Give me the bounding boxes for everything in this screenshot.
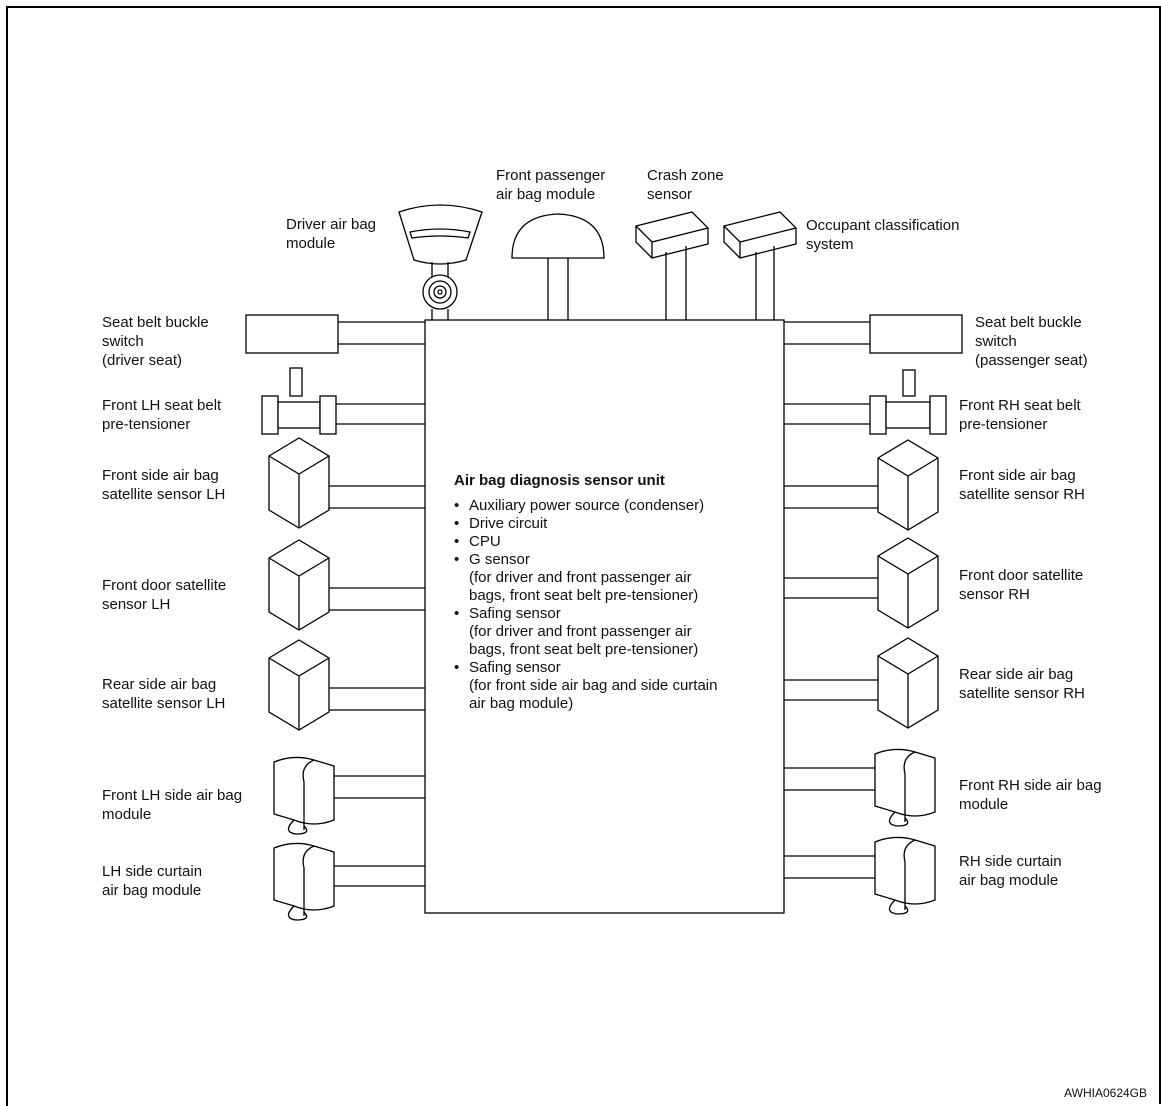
label-rh-side-curtain: RH side curtain air bag module: [959, 853, 1062, 889]
label-front-passenger-airbag: Front passenger air bag module: [496, 167, 606, 203]
label-front-lh-side-airbag: Front LH side air bag module: [102, 787, 243, 823]
driver-airbag-shape: [398, 204, 483, 320]
pretensioner-rh-shape: [784, 369, 947, 435]
label-rear-side-satellite-lh: Rear side air bag satellite sensor LH: [102, 676, 226, 712]
seat-belt-buckle-lh-shape: [245, 314, 425, 354]
label-driver-airbag: Driver air bag module: [286, 216, 377, 252]
front-lh-side-airbag-shape: [273, 756, 425, 835]
front-side-satellite-lh-shape: [268, 437, 425, 529]
label-front-lh-pretensioner: Front LH seat belt pre-tensioner: [102, 397, 222, 433]
sensor-unit-feature: G sensor (for driver and front passenger…: [454, 551, 774, 605]
label-front-side-satellite-lh: Front side air bag satellite sensor LH: [102, 467, 226, 503]
rh-side-curtain-shape: [784, 836, 936, 915]
rear-side-satellite-lh-shape: [268, 639, 425, 731]
figure-frame: [6, 6, 1159, 1106]
label-lh-side-curtain: LH side curtain air bag module: [102, 863, 203, 899]
sensor-unit-text: Air bag diagnosis sensor unit Auxiliary …: [454, 472, 774, 713]
label-seat-belt-buckle-passenger: Seat belt buckle switch (passenger seat): [975, 314, 1088, 369]
label-seat-belt-buckle-driver: Seat belt buckle switch (driver seat): [102, 314, 209, 369]
front-side-satellite-rh-shape: [784, 439, 939, 531]
label-front-rh-side-airbag: Front RH side air bag module: [959, 777, 1102, 813]
label-crash-zone-sensor: Crash zone sensor: [647, 167, 724, 203]
sensor-unit-feature: CPU: [454, 533, 774, 551]
label-rear-side-satellite-rh: Rear side air bag satellite sensor RH: [959, 666, 1085, 702]
front-passenger-airbag-shape: [511, 213, 605, 320]
front-rh-side-airbag-shape: [784, 748, 936, 827]
sensor-unit-feature: Safing sensor (for front side air bag an…: [454, 659, 774, 713]
figure-code: AWHIA0624GB: [1064, 1086, 1147, 1100]
front-door-satellite-rh-shape: [784, 537, 939, 629]
sensor-unit-feature: Safing sensor (for driver and front pass…: [454, 605, 774, 659]
sensor-unit-title: Air bag diagnosis sensor unit: [454, 472, 665, 489]
label-front-door-satellite-lh: Front door satellite sensor LH: [102, 577, 227, 613]
label-occupant-classification: Occupant classification system: [806, 217, 960, 253]
pretensioner-lh-shape: [261, 367, 425, 435]
figure-frame-right-edge: [1159, 6, 1161, 1104]
lh-side-curtain-shape: [273, 842, 425, 921]
front-door-satellite-lh-shape: [268, 539, 425, 631]
seat-belt-buckle-rh-shape: [784, 314, 963, 354]
sensor-unit-feature-list: Auxiliary power source (condenser) Drive…: [454, 497, 774, 713]
occupant-classification-shape: [723, 211, 797, 320]
crash-zone-sensor-shape: [635, 211, 709, 320]
label-front-side-satellite-rh: Front side air bag satellite sensor RH: [959, 467, 1085, 503]
label-front-rh-pretensioner: Front RH seat belt pre-tensioner: [959, 397, 1081, 433]
rear-side-satellite-rh-shape: [784, 637, 939, 729]
sensor-unit-feature: Drive circuit: [454, 515, 774, 533]
sensor-unit-feature: Auxiliary power source (condenser): [454, 497, 774, 515]
label-front-door-satellite-rh: Front door satellite sensor RH: [959, 567, 1084, 603]
